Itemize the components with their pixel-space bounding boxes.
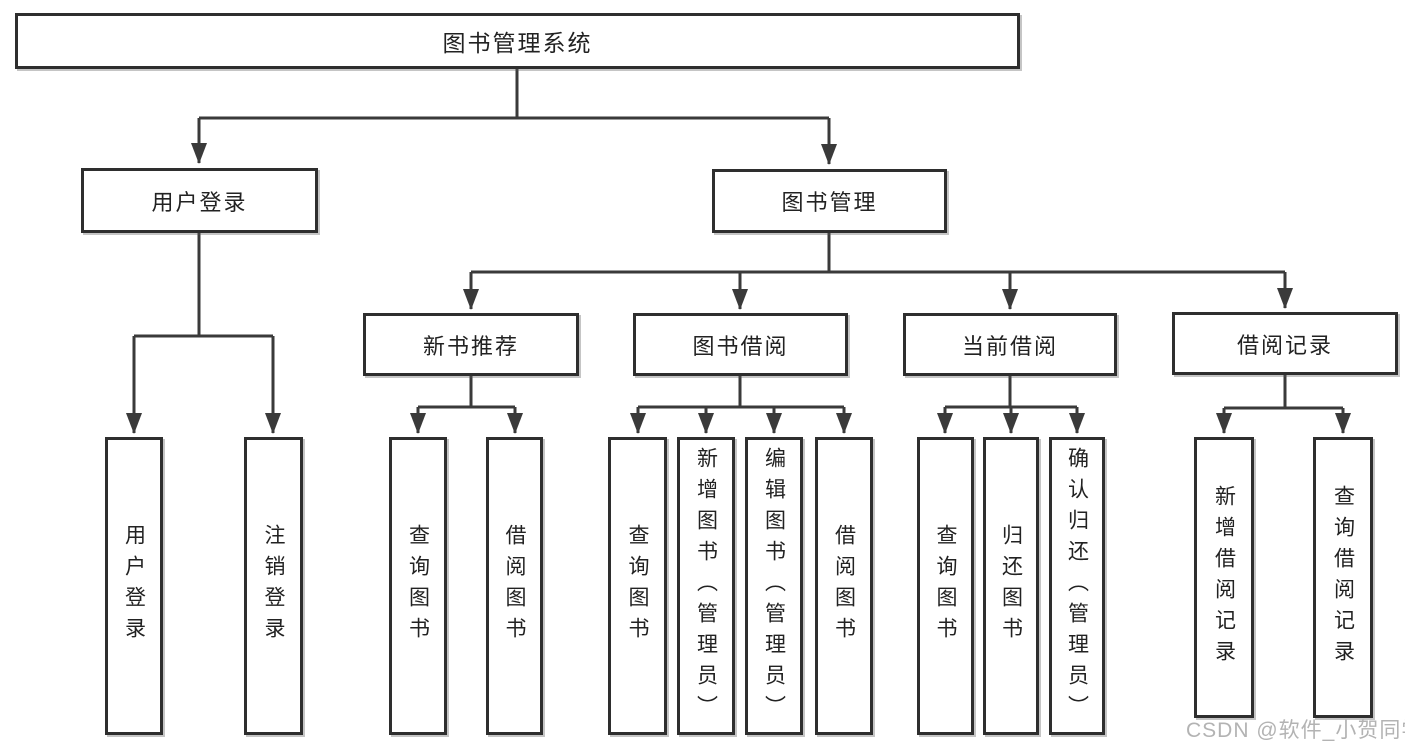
leaf-confirm-return-admin: 确认归还（管理员） (1049, 437, 1105, 735)
leaf-borrow-book-recommend: 借阅图书 (486, 437, 543, 735)
node-book-management-label: 图书管理 (781, 190, 878, 215)
leaf-return-book-label: 归还图书 (999, 524, 1023, 648)
leaf-borrow-book: 借阅图书 (815, 437, 873, 735)
leaf-borrow-book-label: 借阅图书 (832, 524, 856, 648)
leaf-query-book-recommend-label: 查询图书 (406, 524, 430, 648)
leaf-query-borrow-record: 查询借阅记录 (1313, 437, 1373, 718)
leaf-logout: 注销登录 (244, 437, 303, 735)
leaf-add-borrow-record: 新增借阅记录 (1194, 437, 1254, 718)
node-borrowing-record: 借阅记录 (1172, 312, 1398, 375)
leaf-query-book-recommend: 查询图书 (389, 437, 447, 735)
leaf-add-book-admin: 新增图书（管理员） (677, 437, 735, 735)
node-borrowing-record-label: 借阅记录 (1236, 332, 1333, 358)
leaf-query-book-borrowing-label: 查询图书 (626, 524, 649, 648)
leaf-confirm-return-admin-label: 确认归还（管理员） (1065, 446, 1089, 726)
leaf-user-login: 用户登录 (105, 437, 163, 735)
leaf-query-book-current: 查询图书 (917, 437, 974, 735)
leaf-borrow-book-recommend-label: 借阅图书 (503, 524, 526, 648)
node-current-borrowing-label: 当前借阅 (961, 333, 1058, 359)
node-book-borrowing-label: 图书借阅 (692, 333, 789, 359)
leaf-user-login-label: 用户登录 (122, 524, 146, 648)
leaf-add-borrow-record-label: 新增借阅记录 (1212, 484, 1236, 671)
node-new-book-recommendation: 新书推荐 (363, 313, 579, 376)
leaf-query-book-current-label: 查询图书 (934, 524, 957, 648)
node-root-label: 图书管理系统 (442, 30, 593, 56)
node-book-borrowing: 图书借阅 (633, 313, 848, 376)
node-book-management: 图书管理 (712, 169, 947, 233)
leaf-edit-book-admin: 编辑图书（管理员） (745, 437, 803, 735)
node-current-borrowing: 当前借阅 (903, 313, 1117, 376)
leaf-query-borrow-record-label: 查询借阅记录 (1331, 484, 1355, 671)
leaf-query-book-borrowing: 查询图书 (608, 437, 667, 735)
leaf-logout-label: 注销登录 (262, 524, 285, 648)
node-new-book-recommendation-label: 新书推荐 (422, 333, 519, 359)
node-root: 图书管理系统 (15, 13, 1020, 69)
leaf-add-book-admin-label: 新增图书（管理员） (694, 446, 718, 726)
csdn-watermark: CSDN @软件_小贺同学 (1186, 719, 1405, 742)
node-user-login: 用户登录 (81, 168, 318, 233)
leaf-return-book: 归还图书 (983, 437, 1039, 735)
leaf-edit-book-admin-label: 编辑图书（管理员） (762, 446, 786, 726)
node-user-login-label: 用户登录 (151, 189, 248, 215)
